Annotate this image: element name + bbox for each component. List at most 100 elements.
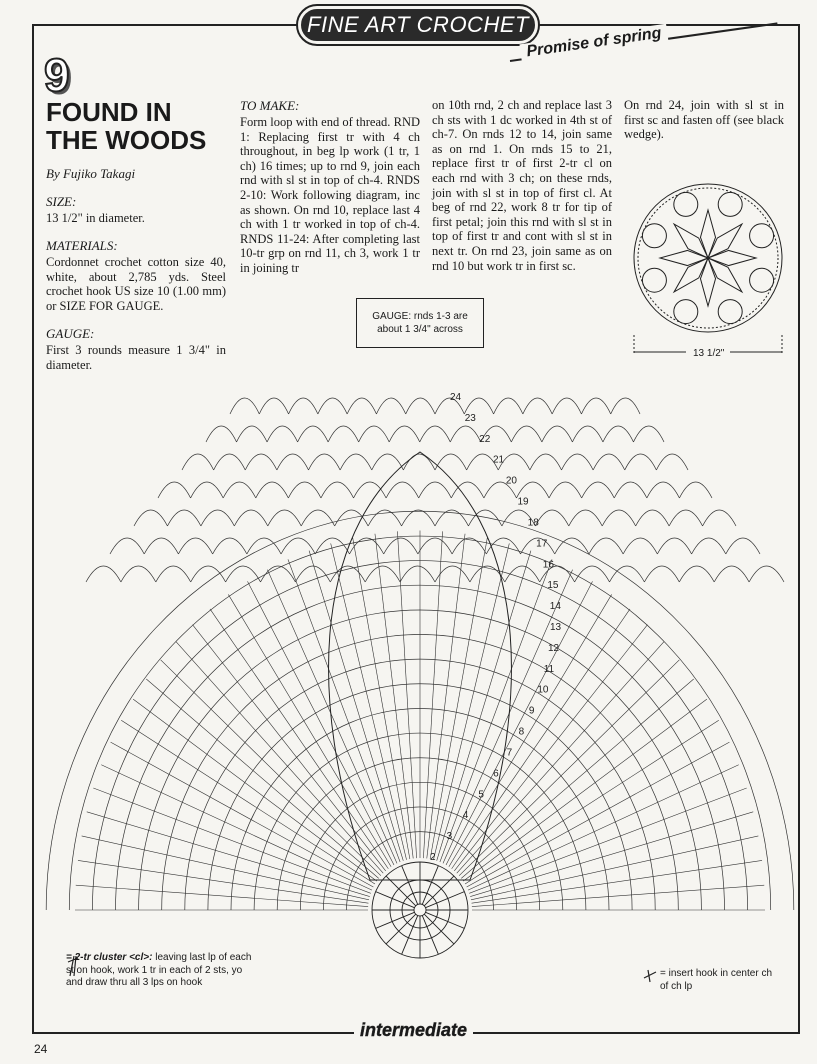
diagram-spoke [209,608,389,869]
mesh-loop [212,537,248,555]
mesh-loop [213,453,246,471]
thumb-scallop [641,267,667,293]
diagram-spoke [228,594,392,867]
mesh-loop [702,509,737,527]
round-label: 2 [430,852,436,863]
mesh-loop [581,397,612,415]
thumb-petal [699,256,717,308]
legend-cluster-text: leaving last lp of each st on hook, work… [66,952,252,988]
mesh-loop [339,453,373,471]
diagram-spoke [456,641,665,874]
round-label: 7 [507,747,513,758]
mesh-loop [602,425,634,443]
mesh-loop [167,509,202,527]
mesh-loop [501,509,536,527]
diagram-spoke [463,698,708,882]
gauge-note-line-1: GAUGE: rnds 1-3 are [372,311,468,322]
thumb-scallop [641,223,667,249]
thumb-petal [672,222,710,260]
ring-spoke [423,913,455,945]
round-label: 18 [528,517,540,528]
mesh-loop [450,481,485,499]
mesh-loop [308,453,341,471]
skill-level: intermediate [354,1020,474,1041]
gauge-note-line-2: about 1 3/4" across [377,324,463,335]
gauge-text: First 3 rounds measure 1 3/4" in diamete… [46,343,226,372]
round-label: 20 [506,476,518,487]
diagram-spoke [121,719,376,885]
mesh-loop [371,453,404,471]
diagram-spoke [448,594,612,867]
mesh-loop [401,509,436,527]
round-label: 3 [447,831,453,842]
diagram-spoke [458,659,680,876]
mesh-loop [334,509,369,527]
mesh-loop [539,565,575,583]
mesh-loop [255,481,289,499]
insert-hook-icon [643,969,657,983]
ring-spoke [375,911,415,929]
thumb-scallop [673,299,699,325]
diagram-round-arc [299,782,541,911]
mesh-loop [592,453,626,471]
mesh-loop [317,397,348,415]
thumb-petal [658,249,710,267]
mesh-loop [133,509,168,527]
mesh-loop [258,397,289,415]
doily-thumbnail [633,183,783,355]
diagram-spoke [160,659,382,876]
mesh-loop [480,425,512,443]
mesh-loop [548,481,582,499]
gauge-note-box: GAUGE: rnds 1-3 are about 1 3/4" across [356,298,484,348]
diagram-spoke [247,581,395,866]
mesh-loop [691,537,727,555]
mesh-loop [574,565,610,583]
size-text: 13 1/2" in diameter. [46,211,145,225]
mesh-loop [329,565,366,583]
ring-spoke [421,915,439,955]
mesh-loop [561,453,594,471]
materials-section: MATERIALS: Cordonnet crochet cotton size… [46,238,226,313]
diagram-spoke [470,835,759,901]
diagram-spoke [287,559,401,863]
mesh-loop [511,425,543,443]
round-label: 16 [543,559,555,570]
diagram-spoke [445,581,593,866]
diagram-spoke [267,569,398,864]
mesh-loop [497,453,531,471]
thumb-scallop [717,191,743,217]
mesh-loop [635,509,670,527]
diagram-spoke [330,543,407,860]
round-label: 10 [537,685,549,696]
mesh-loop [657,537,692,555]
mesh-loop [486,537,521,555]
mesh-loop [679,481,713,499]
mesh-loop [633,425,665,443]
mesh-loop [541,425,573,443]
mesh-loop [504,565,541,583]
page-number: 24 [34,1042,48,1056]
mesh-loop [85,565,122,583]
size-section: SIZE: 13 1/2" in diameter. [46,194,226,226]
diagram-spoke [466,741,730,888]
mesh-loop [388,425,421,443]
round-label: 8 [519,727,525,738]
thumb-scallop [717,299,743,325]
mesh-loop [451,537,487,555]
ring-spoke [401,865,419,905]
round-label: 23 [465,413,477,424]
thumb-petal [699,208,717,260]
diagram-round-arc [184,658,656,911]
mesh-loop [622,537,658,555]
instructions-text-3: On rnd 24, join with sl st in first sc a… [624,98,784,142]
mesh-loop [225,565,261,583]
mesh-loop [483,481,517,499]
instructions-text-2: on 10th rnd, 2 ch and replace last 3 ch … [432,98,612,273]
mesh-loop [143,537,179,555]
round-label: 13 [550,622,562,633]
mesh-loop [353,481,387,499]
gauge-label: GAUGE: [46,326,95,341]
diagram-spoke [77,860,369,904]
mesh-loop [349,537,384,555]
mesh-loop [434,397,465,415]
